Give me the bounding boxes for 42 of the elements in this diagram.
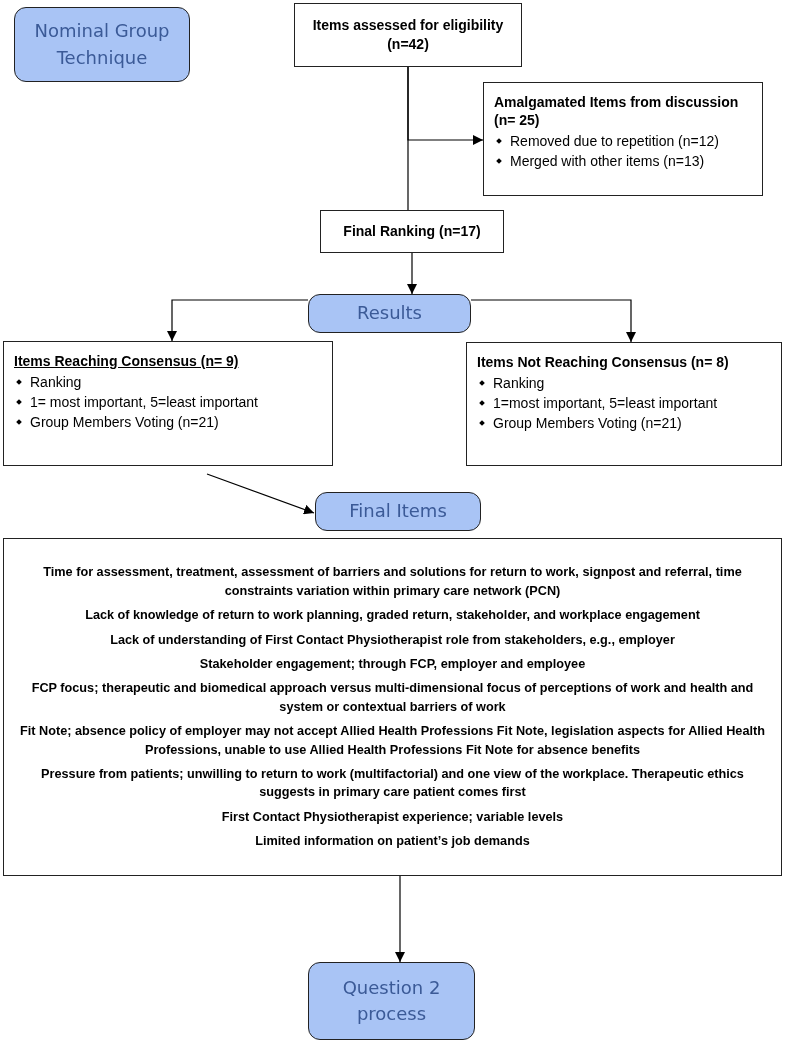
bullet-item: Ranking bbox=[477, 373, 771, 394]
item-text: Lack of understanding of First Contact Physiotherapist role from stakeholders, e.g., employer bbox=[109, 631, 676, 649]
item-text: First Contact Physiotherapist experience; variable levels bbox=[220, 808, 565, 826]
item-text: Time for assessment, treatment, assessment of barriers and solutions for return to work, signpost and referral, time constraints variation within primary care network (PCN) bbox=[42, 564, 743, 600]
item-text: Pressure from patients; unwilling to return to work (multifactorial) and one view of the workplace. Therapeutic ethics suggests in primary care patient comes first bbox=[40, 766, 745, 802]
rounded-box bbox=[308, 962, 475, 1040]
process-box bbox=[466, 342, 782, 466]
arrow bbox=[395, 875, 405, 963]
arrow bbox=[407, 66, 484, 145]
box-heading: Items Not Reaching Consensus (n= 8) bbox=[477, 353, 730, 372]
rounded-box bbox=[14, 7, 190, 82]
box-label: Results bbox=[357, 301, 422, 326]
bullet-item: Merged with other items (n=13) bbox=[494, 151, 752, 172]
items-box bbox=[3, 538, 782, 876]
box-heading: Amalgamated Items from discussion (n= 25) bbox=[494, 93, 740, 130]
item-text: Stakeholder engagement; through FCP, employer and employee bbox=[198, 656, 587, 673]
bullet-item: Group Members Voting (n=21) bbox=[477, 413, 771, 434]
process-box bbox=[320, 210, 504, 253]
process-box bbox=[3, 341, 333, 466]
box-label: Nominal Group Technique bbox=[33, 19, 171, 70]
rounded-box bbox=[308, 294, 471, 333]
bullet-item: Removed due to repetition (n=12) bbox=[494, 131, 752, 152]
box-label: Question 2 process bbox=[341, 975, 442, 1026]
item-text: Fit Note; absence policy of employer may not accept Allied Health Professions Fit Note, legislation aspects for Allied Health Professions, unable to use Allied Health Professions Fit Note for absence benefits bbox=[19, 723, 766, 759]
rounded-box bbox=[315, 492, 481, 531]
box-heading: Items Reaching Consensus (n= 9) bbox=[14, 352, 240, 371]
box-label: Final Ranking (n=17) bbox=[343, 222, 481, 241]
arrow bbox=[470, 299, 636, 343]
arrow bbox=[167, 299, 309, 342]
arrow bbox=[407, 252, 417, 295]
bullet-item: Ranking bbox=[14, 372, 322, 393]
arrow bbox=[206, 473, 315, 515]
item-text: FCP focus; therapeutic and biomedical approach versus multi-dimensional focus of perceptions of work and health and system or contextual barriers of work bbox=[30, 680, 755, 716]
bullet-item: 1= most important, 5=least important bbox=[14, 392, 322, 413]
process-box bbox=[483, 82, 763, 196]
box-label: Items assessed for eligibility (n=42) bbox=[311, 16, 505, 54]
process-box bbox=[294, 3, 522, 67]
item-text: Limited information on patient’s job demands bbox=[254, 833, 531, 851]
bullet-item: 1=most important, 5=least important bbox=[477, 393, 771, 414]
box-label: Final Items bbox=[349, 499, 447, 524]
item-text: Lack of knowledge of return to work planning, graded return, stakeholder, and workplace engagement bbox=[84, 607, 701, 625]
bullet-item: Group Members Voting (n=21) bbox=[14, 412, 322, 433]
